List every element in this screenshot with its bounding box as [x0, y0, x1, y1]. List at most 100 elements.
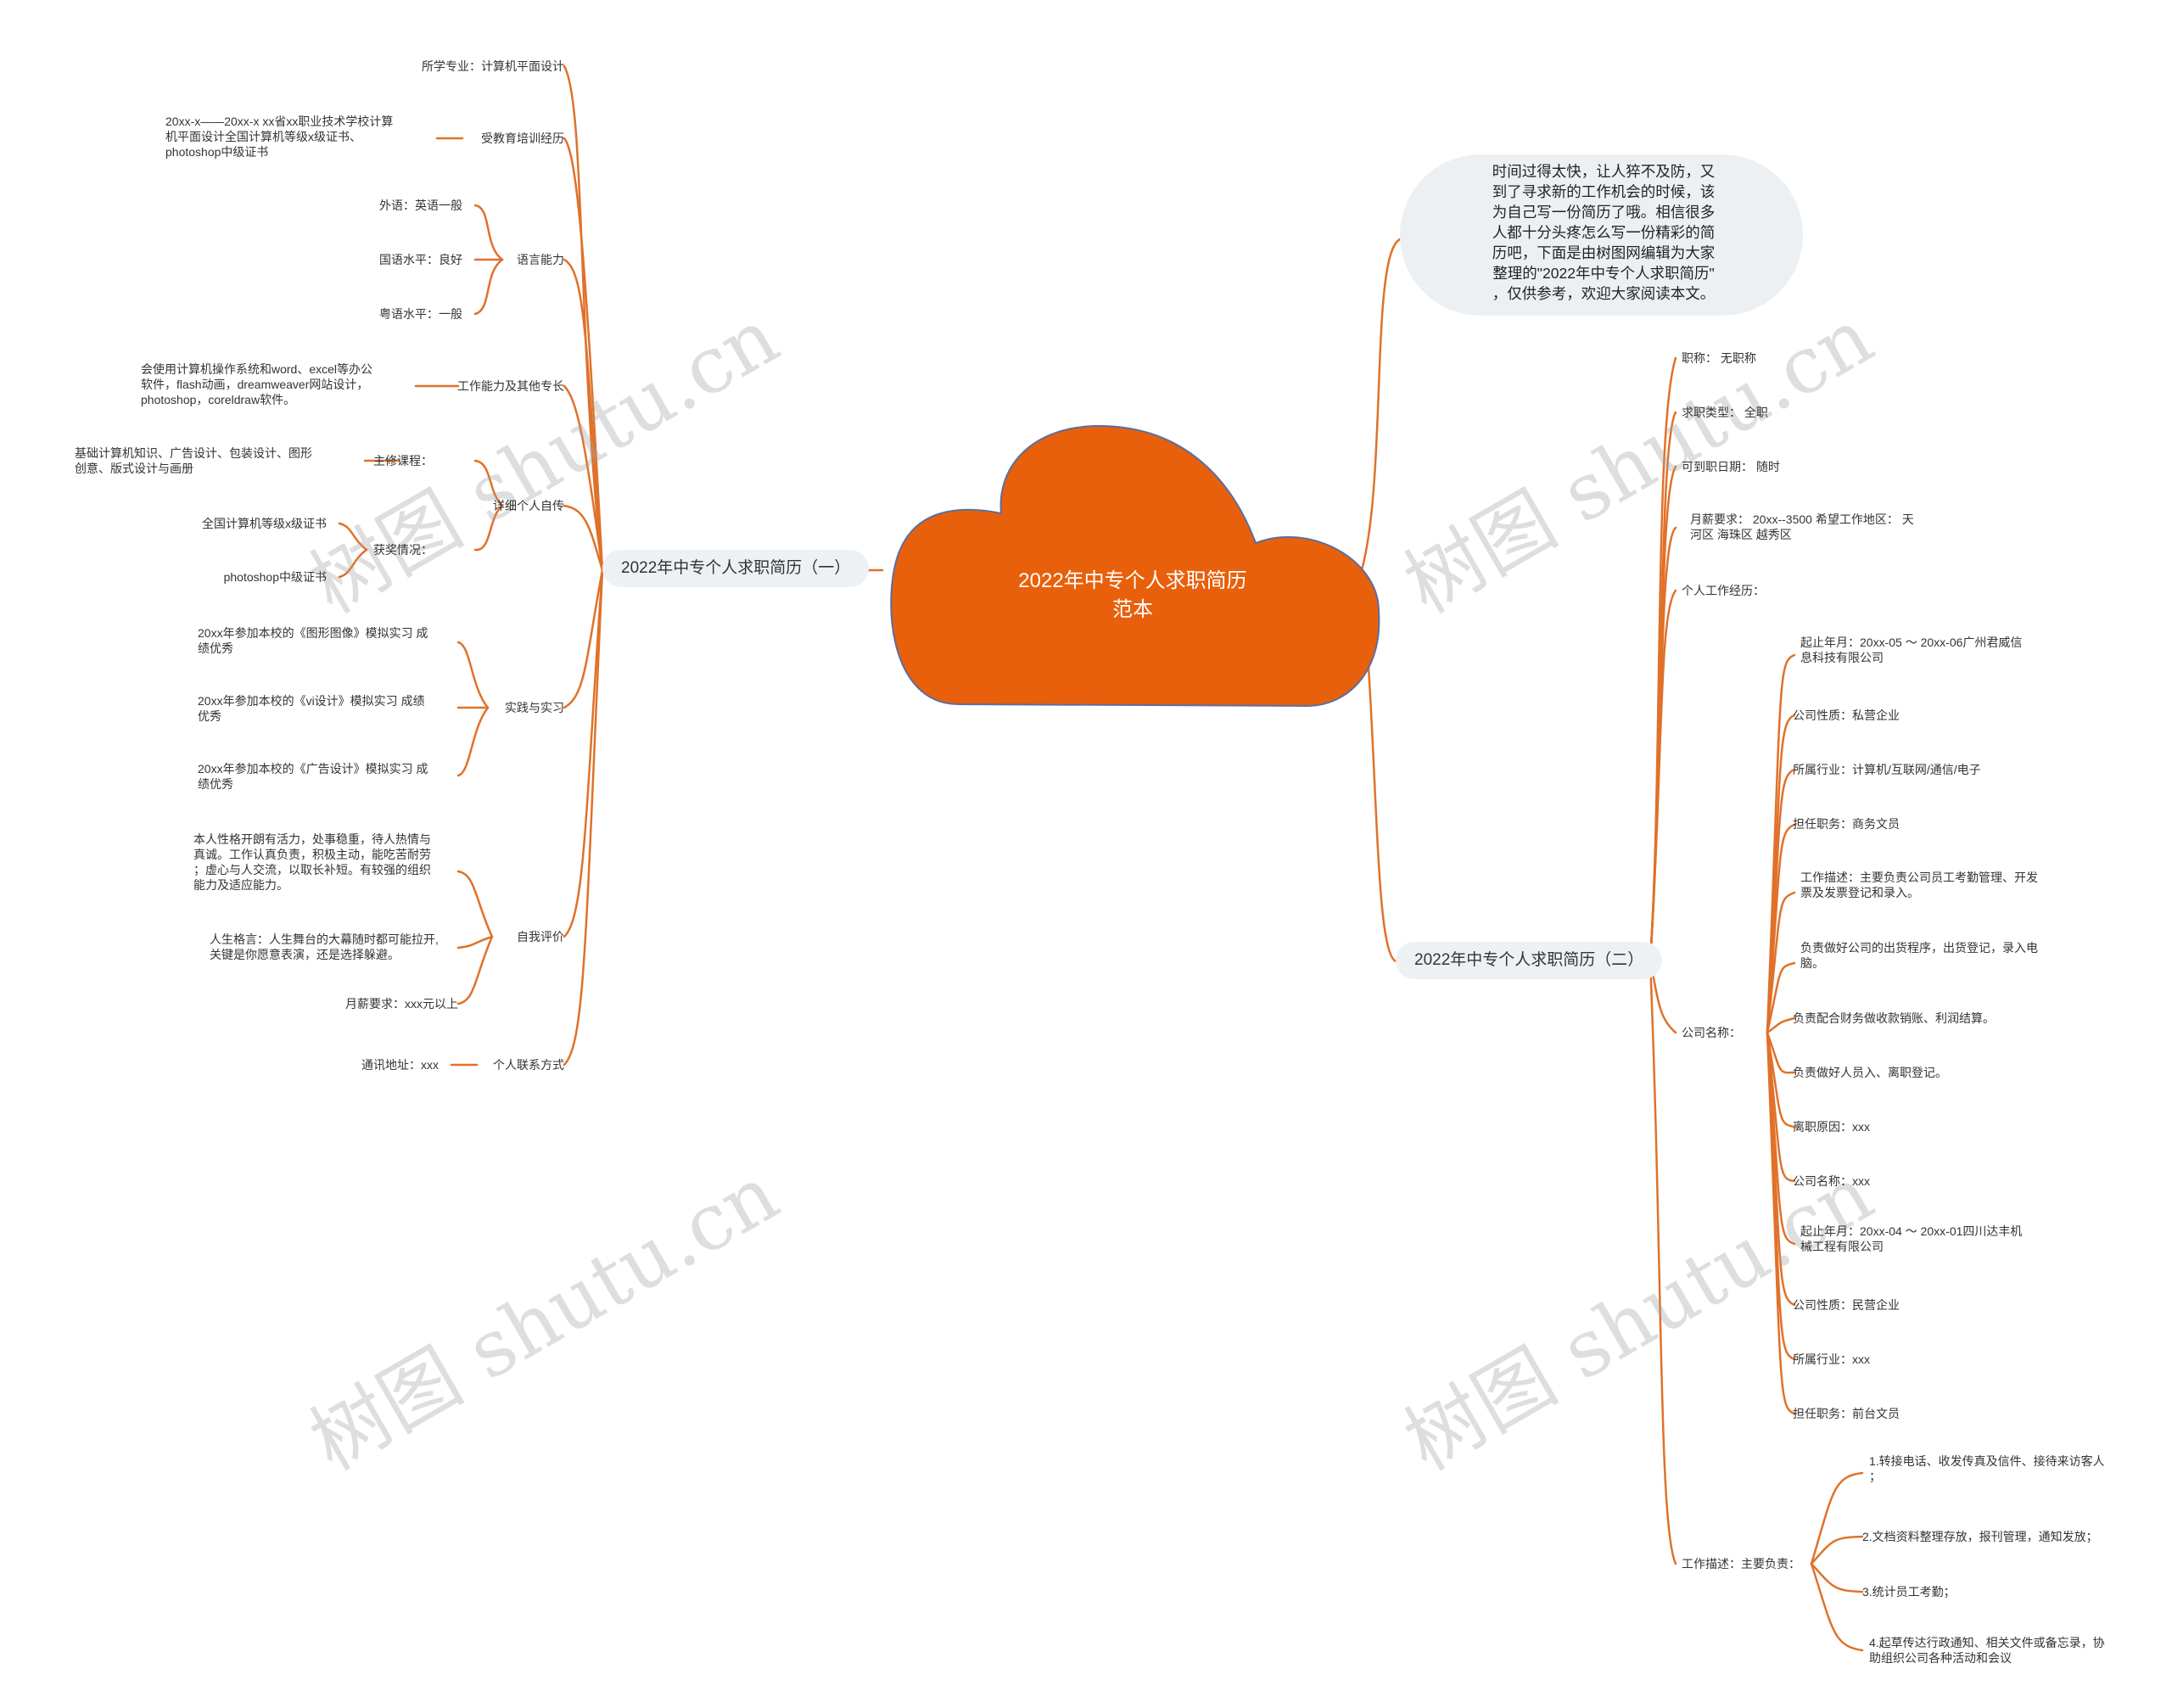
node-company-item[interactable]: 公司性质：私营企业	[1793, 708, 1900, 722]
detail-line: 机平面设计全国计算机等级x级证书、	[165, 130, 361, 143]
detail-line: ；虚心与人交流，以取长补短。有较强的组织	[193, 863, 431, 876]
central-topic[interactable]: 2022年中专个人求职简历 范本	[980, 567, 1285, 624]
detail-line: 息科技有限公司	[1800, 651, 1884, 664]
node-contact[interactable]: 个人联系方式	[493, 1058, 564, 1072]
node-company-label[interactable]: 公司名称：	[1682, 1026, 1741, 1039]
node-contact-address[interactable]: 通讯地址：xxx	[361, 1058, 439, 1072]
intro-line: 整理的"2022年中专个人求职简历"	[1492, 265, 1715, 282]
node-company-item[interactable]: 负责配合财务做收款销账、利润结算。	[1793, 1011, 1995, 1025]
detail-line: 绩优秀	[198, 641, 233, 655]
detail-line: 脑。	[1800, 956, 1824, 970]
node-awards-label[interactable]: 获奖情况：	[373, 543, 433, 557]
central-cloud-shape	[890, 424, 1380, 708]
node-duties-label[interactable]: 工作描述：主要负责：	[1682, 1557, 1800, 1571]
node-education[interactable]: 受教育培训经历	[481, 132, 564, 145]
node-practice-3[interactable]: 20xx年参加本校的《广告设计》模拟实习 成 绩优秀	[198, 761, 428, 792]
detail-line: 能力及适应能力。	[193, 878, 288, 892]
node-language[interactable]: 语言能力	[517, 253, 564, 266]
detail-line: 4.起草传达行政通知、相关文件或备忘录，协	[1869, 1636, 2105, 1649]
node-company-item[interactable]: 公司名称：xxx	[1793, 1174, 1870, 1188]
detail-line: 软件，flash动画，dreamweaver网站设计，	[141, 378, 369, 391]
node-job-title[interactable]: 职称： 无职称	[1682, 351, 1756, 365]
detail-line: 票及发票登记和录入。	[1800, 886, 1919, 899]
detail-line: 关键是你愿意表演，还是选择躲避。	[210, 948, 400, 961]
detail-line: 真诚。工作认真负责，积极主动，能吃苦耐劳	[193, 848, 431, 861]
node-courses-label[interactable]: 主修课程：	[373, 454, 433, 468]
detail-line: photoshop，coreldraw软件。	[141, 393, 296, 406]
detail-line: 本人性格开朗有活力，处事稳重，待人热情与	[193, 832, 431, 846]
connector-center-intro	[1360, 238, 1402, 572]
node-salary[interactable]: 月薪要求： 20xx--3500 希望工作地区： 天 河区 海珠区 越秀区	[1690, 512, 1914, 542]
node-duty[interactable]: 2.文档资料整理存放，报刊管理，通知发放；	[1862, 1530, 2098, 1543]
intro-line: 为自己写一份简历了哦。相信很多	[1492, 204, 1716, 221]
node-company-item[interactable]: 起止年月：20xx-04 ～ 20xx-01四川达丰机 械工程有限公司	[1800, 1224, 2022, 1254]
intro-line: ，仅供参考，欢迎大家阅读本文。	[1492, 285, 1716, 302]
node-company-item[interactable]: 负责做好人员入、离职登记。	[1793, 1066, 1947, 1079]
detail-line: 优秀	[198, 709, 221, 723]
node-company-item[interactable]: 担任职务：前台文员	[1793, 1407, 1900, 1420]
intro-line: 历吧，下面是由树图网编辑为大家	[1492, 244, 1716, 261]
node-major[interactable]: 所学专业：计算机平面设计	[422, 59, 564, 73]
node-company-item[interactable]: 公司性质：民营企业	[1793, 1298, 1900, 1312]
node-courses-detail[interactable]: 基础计算机知识、广告设计、包装设计、图形 创意、版式设计与画册	[75, 445, 312, 476]
detail-line: 起止年月：20xx-05 ～ 20xx-06广州君威信	[1800, 636, 2023, 649]
detail-line: 绩优秀	[198, 777, 233, 791]
node-education-detail[interactable]: 20xx-x——20xx-x xx省xx职业技术学校计算 机平面设计全国计算机等…	[165, 114, 393, 160]
detail-line: 基础计算机知识、广告设计、包装设计、图形	[75, 446, 312, 460]
central-title-line1: 2022年中专个人求职简历	[1018, 569, 1247, 592]
detail-line: 20xx年参加本校的《广告设计》模拟实习 成	[198, 762, 428, 776]
node-company-item[interactable]: 负责做好公司的出货程序，出货登记，录入电 脑。	[1800, 940, 2038, 971]
detail-line: 河区 海珠区 越秀区	[1690, 528, 1792, 541]
detail-line: photoshop中级证书	[165, 145, 269, 159]
detail-line: 会使用计算机操作系统和word、excel等办公	[141, 362, 373, 376]
branch-resume-2[interactable]: 2022年中专个人求职简历（二）	[1396, 942, 1663, 979]
detail-line: 20xx年参加本校的《vi设计》模拟实习 成绩	[198, 694, 425, 708]
node-evaluation-1[interactable]: 本人性格开朗有活力，处事稳重，待人热情与 真诚。工作认真负责，积极主动，能吃苦耐…	[193, 832, 431, 893]
detail-line: 起止年月：20xx-04 ～ 20xx-01四川达丰机	[1800, 1224, 2023, 1238]
node-language-mandarin[interactable]: 国语水平：良好	[379, 253, 462, 266]
node-duty[interactable]: 1.转接电话、收发传真及信件、接待来访客人 ；	[1869, 1453, 2105, 1484]
detail-line: 人生格言：人生舞台的大幕随时都可能拉开,	[210, 932, 439, 946]
node-evaluation-2[interactable]: 人生格言：人生舞台的大幕随时都可能拉开, 关键是你愿意表演，还是选择躲避。	[210, 932, 439, 962]
detail-line: 1.转接电话、收发传真及信件、接待来访客人	[1869, 1454, 2105, 1468]
detail-line: 月薪要求： 20xx--3500 希望工作地区： 天	[1690, 512, 1914, 526]
node-work-experience[interactable]: 个人工作经历：	[1682, 584, 1765, 597]
node-job-type[interactable]: 求职类型： 全职	[1682, 406, 1768, 419]
node-practice[interactable]: 实践与实习	[505, 701, 564, 714]
intro-bubble	[1400, 154, 1803, 316]
node-company-item[interactable]: 离职原因：xxx	[1793, 1120, 1870, 1134]
node-skills[interactable]: 工作能力及其他专长	[457, 379, 564, 393]
detail-line: 20xx-x——20xx-x xx省xx职业技术学校计算	[165, 115, 394, 128]
node-duty[interactable]: 3.统计员工考勤；	[1862, 1585, 1956, 1599]
node-evaluation[interactable]: 自我评价	[517, 930, 564, 944]
node-practice-2[interactable]: 20xx年参加本校的《vi设计》模拟实习 成绩 优秀	[198, 693, 425, 724]
detail-line: 创意、版式设计与画册	[75, 462, 193, 475]
central-title-line2: 范本	[1112, 598, 1153, 621]
node-evaluation-3[interactable]: 月薪要求：xxx元以上	[345, 997, 458, 1011]
detail-line: 20xx年参加本校的《图形图像》模拟实习 成	[198, 626, 428, 640]
node-self-intro[interactable]: 详细个人自传	[493, 499, 564, 512]
node-company-item[interactable]: 所属行业：计算机/互联网/通信/电子	[1793, 763, 1981, 776]
detail-line: ；	[1869, 1470, 1881, 1483]
detail-line: 工作描述：主要负责公司员工考勤管理、开发	[1800, 871, 2038, 884]
intro-line: 到了寻求新的工作机会的时候，该	[1492, 183, 1716, 200]
node-award-photoshop[interactable]: photoshop中级证书	[223, 570, 327, 584]
node-award-computer[interactable]: 全国计算机等级x级证书	[202, 517, 327, 530]
node-company-item[interactable]: 工作描述：主要负责公司员工考勤管理、开发 票及发票登记和录入。	[1800, 870, 2038, 900]
node-duty[interactable]: 4.起草传达行政通知、相关文件或备忘录，协 助组织公司各种活动和会议	[1869, 1635, 2105, 1666]
node-language-cantonese[interactable]: 粤语水平：一般	[379, 307, 462, 321]
node-start-date[interactable]: 可到职日期： 随时	[1682, 460, 1780, 473]
intro-line: 人都十分头疼怎么写一份精彩的简	[1492, 224, 1716, 241]
branch-resume-1[interactable]: 2022年中专个人求职简历（一）	[602, 550, 870, 587]
node-company-item[interactable]: 起止年月：20xx-05 ～ 20xx-06广州君威信 息科技有限公司	[1800, 635, 2022, 665]
node-company-item[interactable]: 担任职务：商务文员	[1793, 817, 1900, 831]
node-company-item[interactable]: 所属行业：xxx	[1793, 1352, 1870, 1366]
intro-line: 时间过得太快，让人猝不及防，又	[1492, 163, 1716, 180]
detail-line: 负责做好公司的出货程序，出货登记，录入电	[1800, 941, 2038, 955]
node-skills-detail[interactable]: 会使用计算机操作系统和word、excel等办公 软件，flash动画，drea…	[141, 361, 372, 407]
intro-text[interactable]: 时间过得太快，让人猝不及防，又 到了寻求新的工作机会的时候，该 为自己写一份简历…	[1438, 161, 1769, 304]
detail-line: 械工程有限公司	[1800, 1240, 1884, 1253]
node-language-foreign[interactable]: 外语：英语一般	[379, 199, 462, 212]
node-practice-1[interactable]: 20xx年参加本校的《图形图像》模拟实习 成 绩优秀	[198, 625, 428, 656]
